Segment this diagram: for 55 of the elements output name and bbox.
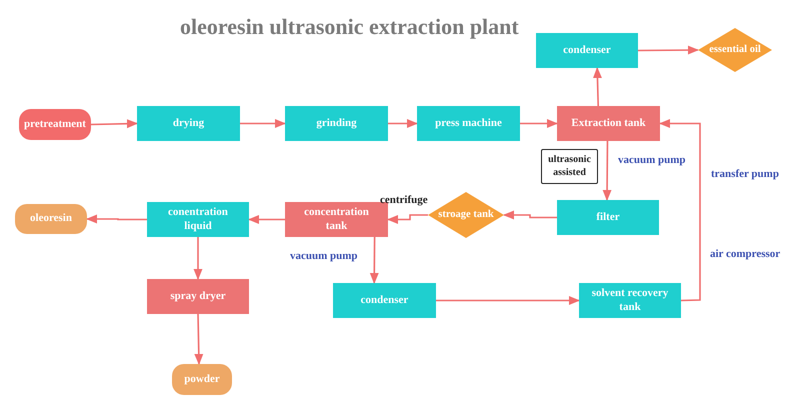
process-box: [137, 106, 240, 141]
arrow: [86, 214, 147, 224]
arrow: [240, 119, 286, 128]
note-box: [541, 149, 598, 184]
diagram-title: oleoresin ultrasonic extraction plant: [180, 14, 519, 40]
node-label: stroage tank: [438, 208, 494, 222]
node-label: solvent recovery tank: [590, 286, 670, 314]
decision-diamond: [698, 28, 772, 72]
arrow: [638, 46, 700, 55]
arrow: [592, 66, 602, 106]
equipment-label: air compressor: [710, 248, 780, 260]
node-label: press machine: [435, 116, 502, 130]
terminal-box: [15, 204, 87, 234]
node-label: condenser: [360, 294, 408, 308]
terminal-box: [172, 364, 232, 395]
node-label: oleoresin: [30, 212, 72, 226]
process-box: [536, 33, 638, 68]
arrow: [370, 237, 379, 284]
process-box: [417, 106, 520, 141]
node-label: Extraction tank: [571, 116, 646, 130]
equipment-label: centrifuge: [380, 194, 428, 206]
arrow: [194, 314, 204, 366]
arrow: [388, 119, 418, 128]
arrow: [520, 119, 558, 128]
node-label: spray dryer: [170, 290, 226, 304]
arrow: [658, 119, 701, 302]
arrow: [248, 215, 285, 224]
arrow: [502, 210, 557, 220]
arrow: [602, 141, 612, 202]
node-label: filter: [596, 210, 620, 224]
process-box: [285, 106, 388, 141]
node-label: ultrasonic assisted: [548, 154, 591, 179]
node-label: grinding: [316, 116, 357, 130]
equipment-label: transfer pump: [711, 168, 779, 180]
process-box: [557, 200, 659, 235]
arrow: [386, 214, 428, 224]
process-box: [333, 283, 436, 318]
equipment-label: vacuum pump: [290, 250, 358, 262]
arrow: [90, 119, 138, 128]
arrow: [436, 296, 580, 305]
node-label: essential oil: [709, 43, 761, 57]
process-box: [579, 283, 681, 318]
arrow: [194, 237, 202, 280]
process-box: [147, 279, 249, 314]
node-label: drying: [172, 116, 204, 130]
node-label: pretreatment: [24, 118, 86, 132]
equipment-label: vacuum pump: [618, 154, 686, 166]
node-label: powder: [184, 372, 220, 386]
terminal-box: [19, 109, 91, 140]
process-box: [147, 202, 249, 237]
node-label: conentration liquid: [167, 206, 229, 234]
process-box: [557, 106, 660, 141]
decision-diamond: [428, 192, 504, 238]
node-label: condenser: [563, 44, 611, 58]
node-label: concentration tank: [303, 206, 370, 234]
